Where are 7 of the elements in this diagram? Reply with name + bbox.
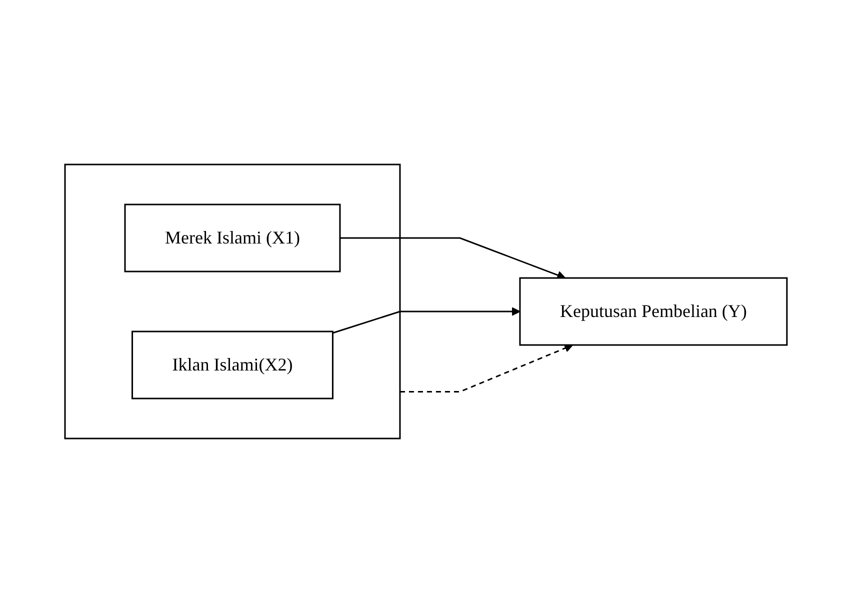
arrow bbox=[340, 237, 566, 280]
node-box: Iklan Islami(X2) bbox=[131, 330, 333, 400]
arrow bbox=[400, 344, 573, 392]
node-box: Keputusan Pembelian (Y) bbox=[518, 277, 788, 346]
node-box: Merek Islami (X1) bbox=[124, 204, 340, 272]
arrow bbox=[332, 307, 520, 334]
cluster bbox=[64, 164, 400, 440]
